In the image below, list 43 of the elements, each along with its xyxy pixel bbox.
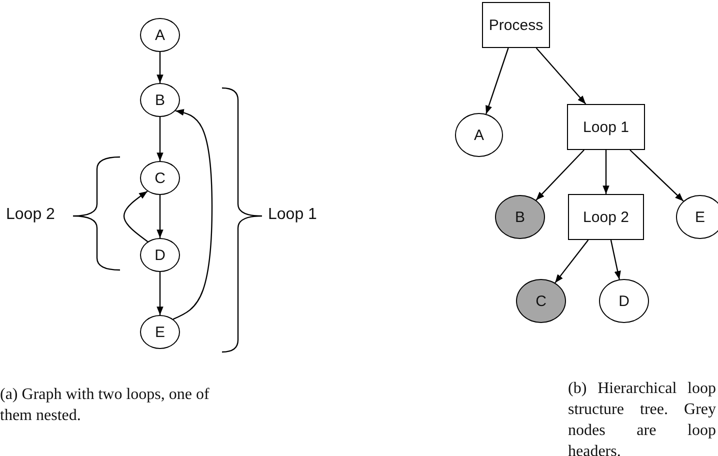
- circle-node: [140, 315, 180, 349]
- arrow: [536, 150, 584, 201]
- circle-node: [676, 195, 718, 239]
- arrow: [156, 52, 164, 83]
- arrow: [630, 150, 684, 202]
- node-label: E: [154, 324, 165, 340]
- node-label: C: [536, 292, 546, 310]
- process-box: [482, 2, 550, 48]
- node-label: Process: [488, 16, 544, 34]
- figure-caption: (b) Hierarchical loop structure tree. Grey nodes are loop headers.: [568, 379, 716, 456]
- arrow: [156, 272, 164, 315]
- circle-node: [140, 18, 180, 52]
- process-box: [568, 194, 644, 240]
- loop-label: Loop 1: [268, 206, 318, 224]
- node-label: D: [154, 246, 166, 264]
- loop-label: Loop 2: [6, 206, 56, 224]
- arrow: [602, 150, 610, 194]
- circle-node: [495, 195, 545, 239]
- node-label: A: [474, 126, 484, 144]
- circle-node: [599, 279, 649, 323]
- node-label: Loop 1: [583, 118, 629, 136]
- node-label: Loop 2: [583, 208, 629, 226]
- node-label: D: [618, 292, 630, 310]
- arrow: [123, 190, 148, 242]
- circle-node: [140, 238, 180, 272]
- arrow: [156, 117, 164, 161]
- node-label: B: [514, 208, 525, 226]
- node-label: A: [154, 26, 165, 44]
- arrow: [172, 109, 213, 320]
- node-label: E: [694, 208, 705, 226]
- node-label: B: [154, 92, 165, 108]
- circle-node: [455, 113, 503, 157]
- arrow: [554, 240, 589, 284]
- circle-node: [516, 279, 566, 323]
- arrow: [536, 48, 586, 104]
- process-box: [567, 104, 645, 150]
- figure-caption: (a) Graph with two loops, one of them nested.: [0, 385, 210, 426]
- node-label: C: [154, 170, 166, 186]
- circle-node: [140, 161, 180, 195]
- arrow: [486, 48, 509, 114]
- circle-node: [140, 83, 180, 117]
- arrow: [156, 195, 164, 238]
- arrow: [610, 240, 621, 280]
